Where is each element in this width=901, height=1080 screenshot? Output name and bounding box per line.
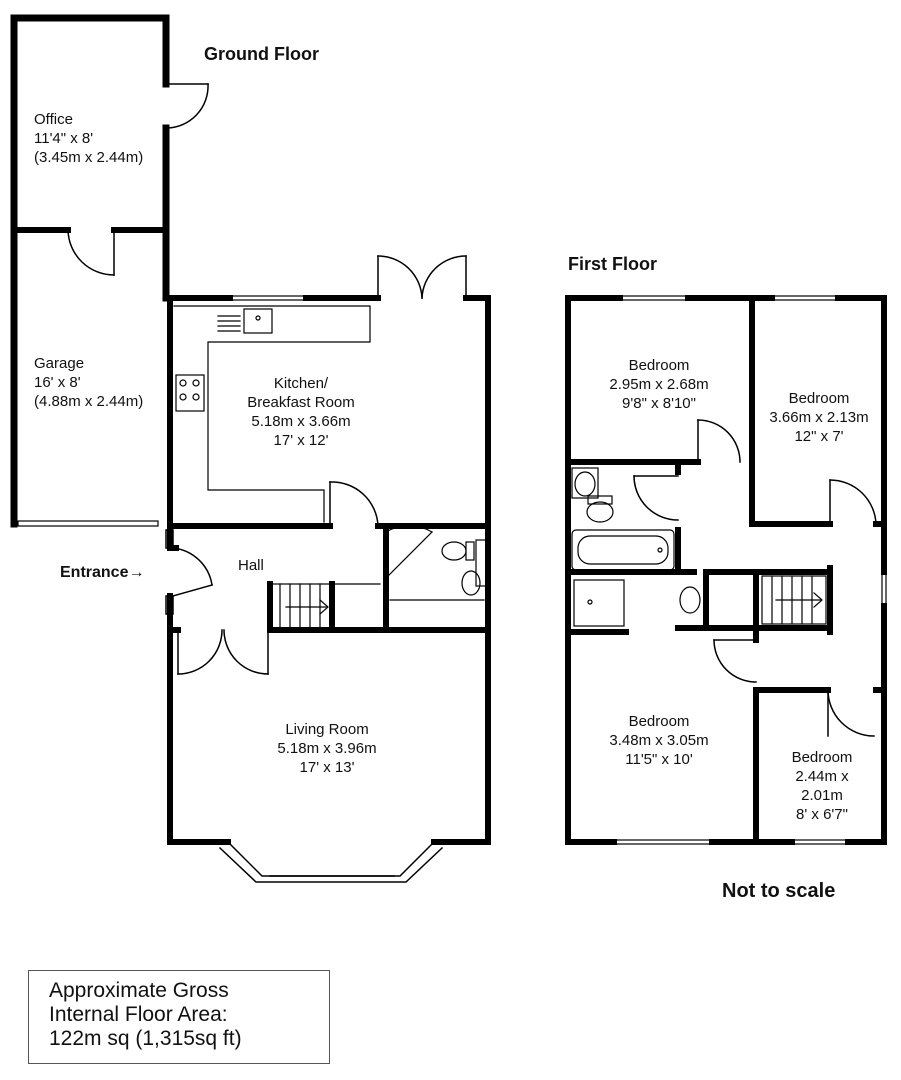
kitchen-label: Kitchen/ Breakfast Room 5.18m x 3.66m 17… [226, 374, 376, 450]
room-size-imperial: 17' x 13' [299, 759, 355, 776]
living-room-label: Living Room 5.18m x 3.96m 17' x 13' [252, 720, 402, 777]
bathroom-fixtures [571, 467, 701, 627]
room-size-metric: (4.88m x 2.44m) [34, 393, 144, 410]
entrance-label: Entrance→ [60, 564, 144, 582]
first-floor-windows [565, 295, 887, 845]
kitchen-hall-door [329, 481, 379, 527]
area-line-3: 122m sq (1,315sq ft) [49, 1027, 242, 1050]
room-size-imperial: 17' x 12' [273, 432, 329, 449]
garage-door [67, 229, 115, 276]
first-floor-doors [633, 419, 877, 737]
entrance-arrow-icon: → [128, 564, 145, 581]
room-size-imperial: 11'4" x 8' [34, 130, 94, 147]
room-size-metric: 2.95m x 2.68m [609, 376, 709, 393]
room-size-metric: 5.18m x 3.96m [277, 740, 377, 757]
first-floor-walls [565, 295, 887, 845]
floor-area-box: Approximate Gross Internal Floor Area: 1… [28, 970, 330, 1064]
wc-fixtures [385, 525, 487, 601]
room-size-imperial: 11'5" x 10' [625, 751, 693, 768]
stairs-walls [267, 581, 335, 633]
area-line-2: Internal Floor Area: [49, 1003, 228, 1026]
kitchen-worktop [173, 305, 371, 523]
living-bay-window [218, 840, 444, 883]
room-name: Living Room [285, 721, 369, 738]
hall-label: Hall [238, 556, 264, 575]
room-size-imperial: 9'8" x 8'10" [622, 395, 696, 412]
room-size-metric: 5.18m x 3.66m [251, 413, 351, 430]
room-size-metric-line2: 2.01m [801, 787, 843, 804]
entrance-text: Entrance [60, 564, 129, 581]
room-name: Bedroom [628, 357, 690, 374]
bedroom-1-label: Bedroom 2.95m x 2.68m 9'8" x 8'10" [584, 356, 734, 413]
room-name: Office [34, 111, 73, 128]
room-name: Bedroom [788, 390, 850, 407]
garage-label: Garage 16' x 8' (4.88m x 2.44m) [34, 354, 143, 411]
kitchen-walls [167, 295, 491, 639]
room-size-imperial: 16' x 8' [34, 374, 81, 391]
garage-front [17, 520, 159, 527]
first-floor-heading: First Floor [568, 254, 657, 274]
room-size-imperial: 12" x 7' [794, 428, 844, 445]
living-double-doors [177, 629, 269, 675]
ground-floor-heading: Ground Floor [204, 44, 319, 64]
entrance-door [165, 529, 213, 615]
bedroom-4-label: Bedroom 2.44m x 2.01m 8' x 6'7" [774, 748, 870, 824]
not-to-scale-note: Not to scale [722, 880, 836, 902]
kitchen-window [229, 295, 307, 301]
hall-walls [167, 523, 491, 845]
kitchen-french-doors [377, 255, 467, 299]
room-size-imperial: 8' x 6'7" [796, 806, 848, 823]
bedroom-2-label: Bedroom 3.66m x 2.13m 12" x 7' [758, 389, 880, 446]
room-name: Bedroom [628, 713, 690, 730]
bedroom-3-label: Bedroom 3.48m x 3.05m 11'5" x 10' [584, 712, 734, 769]
room-name-line2: Breakfast Room [247, 394, 355, 411]
living-walls [167, 627, 491, 845]
ground-stairs [269, 583, 381, 631]
office-label: Office 11'4" x 8' (3.45m x 2.44m) [34, 110, 143, 167]
room-size-metric: (3.45m x 2.44m) [34, 149, 144, 166]
room-name: Garage [34, 355, 85, 372]
first-stairs [761, 575, 827, 625]
office-door [165, 83, 209, 129]
room-name: Kitchen/ [273, 375, 329, 392]
room-size-metric: 3.66m x 2.13m [769, 409, 869, 426]
room-name: Bedroom [791, 749, 853, 766]
room-size-metric: 2.44m x [795, 768, 849, 785]
room-name: Hall [238, 557, 264, 574]
area-line-1: Approximate Gross [49, 979, 229, 1002]
office-walls [10, 14, 170, 528]
room-size-metric: 3.48m x 3.05m [609, 732, 709, 749]
